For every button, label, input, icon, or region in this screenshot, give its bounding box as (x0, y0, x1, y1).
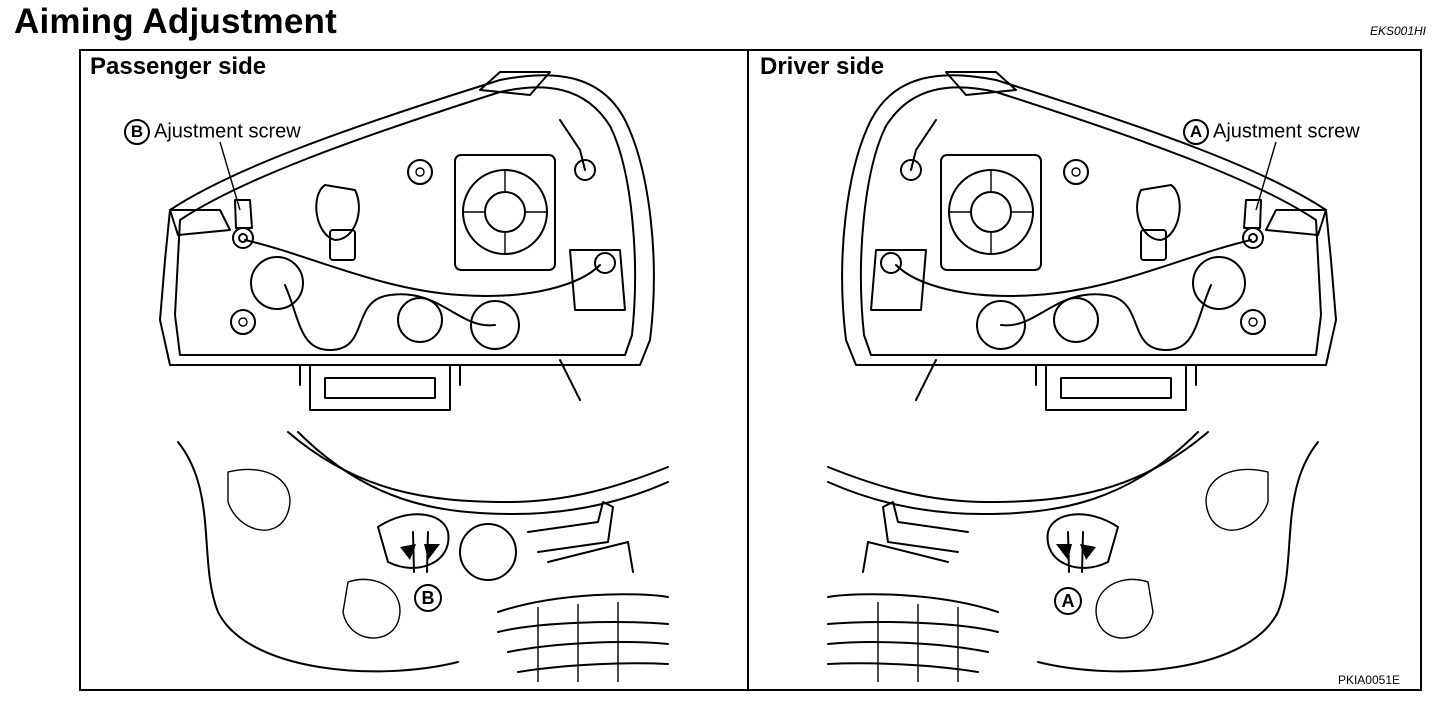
passenger-side-title: Passenger side (90, 53, 267, 80)
passenger-front-view-drawing (177, 431, 669, 682)
driver-screw-marker: A (1054, 587, 1082, 615)
document-code: EKS001HI (1369, 24, 1426, 38)
figure-code: PKIA0051E (1337, 673, 1400, 687)
figure-frame (79, 49, 1422, 691)
page-title: Aiming Adjustment (14, 2, 337, 41)
driver-side-title: Driver side (760, 53, 885, 80)
driver-front-view-drawing (827, 431, 1319, 682)
callout-text: Ajustment screw (1213, 120, 1360, 143)
passenger-headlamp-drawing (159, 71, 655, 411)
callout-letter-a: A (1183, 119, 1209, 145)
callout-text: Ajustment screw (154, 120, 301, 143)
panel-divider (747, 49, 749, 691)
passenger-screw-marker: B (414, 584, 442, 612)
driver-headlamp-drawing (841, 71, 1337, 411)
callout-letter-b: B (124, 119, 150, 145)
